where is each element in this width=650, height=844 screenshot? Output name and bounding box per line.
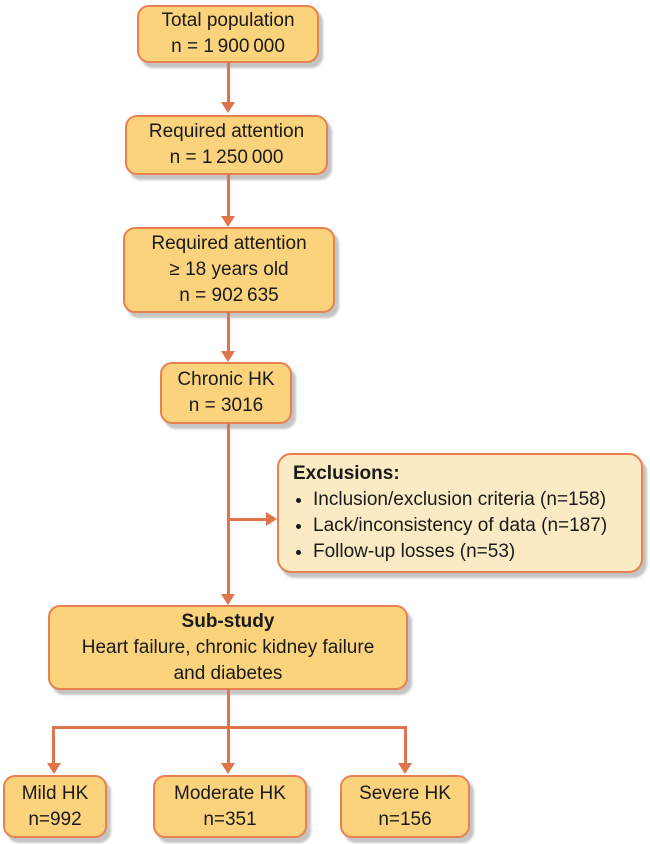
arrowhead-down-icon — [221, 763, 235, 774]
box-mild-hk: Mild HK n=992 — [3, 775, 107, 838]
connector-rail-to-moderate — [227, 726, 230, 764]
exclusions-list: Inclusion/exclusion criteria (n=158) Lac… — [293, 487, 607, 565]
box-label: Required attention — [148, 121, 305, 142]
box-sub-study: Sub-study Heart failure, chronic kidney … — [48, 605, 408, 690]
connector-substudy-to-rail — [227, 689, 230, 729]
arrowhead-down-icon — [221, 102, 235, 113]
box-label: Mild HK — [21, 782, 89, 804]
box-moderate-hk: Moderate HK n=351 — [153, 775, 307, 838]
box-chronic-hk: Chronic HK n = 3016 — [160, 362, 292, 424]
exclusion-item: Lack/inconsistency of data (n=187) — [313, 513, 607, 539]
box-count: n = 1 900 000 — [171, 36, 285, 57]
box-count: n = 1 250 000 — [169, 147, 284, 168]
box-required-attention-adults: Required attention ≥ 18 years old n = 90… — [123, 227, 335, 313]
box-label: Chronic HK — [177, 369, 275, 390]
box-count: n = 3016 — [188, 395, 264, 416]
box-label: Required attention — [151, 233, 307, 254]
arrowhead-right-icon — [266, 512, 277, 526]
connector-attention-to-adults — [227, 174, 230, 217]
box-required-attention: Required attention n = 1 250 000 — [125, 115, 328, 175]
connector-total-to-attention — [227, 62, 230, 103]
box-label: Moderate HK — [174, 782, 286, 804]
box-exclusions: Exclusions: Inclusion/exclusion criteria… — [277, 453, 643, 573]
box-count: n=351 — [203, 808, 257, 830]
box-severe-hk: Severe HK n=156 — [340, 775, 470, 838]
box-count: n=992 — [28, 808, 82, 830]
box-count: n=156 — [378, 808, 432, 830]
box-count: n = 902 635 — [179, 285, 279, 306]
exclusion-item: Follow-up losses (n=53) — [313, 539, 607, 565]
connector-adults-to-chronic — [227, 312, 230, 352]
arrowhead-down-icon — [221, 216, 235, 227]
exclusions-title: Exclusions: — [293, 463, 400, 484]
arrowhead-down-icon — [398, 763, 412, 774]
box-label: Total population — [161, 10, 295, 31]
arrowhead-down-icon — [221, 351, 235, 362]
sub-study-title: Sub-study — [181, 610, 275, 632]
arrowhead-down-icon — [221, 594, 235, 605]
box-sublabel: ≥ 18 years old — [169, 259, 289, 280]
connector-rail-to-mild — [52, 726, 55, 764]
connector-branch-to-exclusions — [228, 518, 267, 521]
box-total-population: Total population n = 1 900 000 — [137, 5, 319, 63]
connector-chronic-to-substudy — [227, 423, 230, 595]
arrowhead-down-icon — [47, 763, 61, 774]
box-label: Severe HK — [359, 782, 451, 804]
connector-rail-to-severe — [404, 726, 407, 764]
exclusion-item: Inclusion/exclusion criteria (n=158) — [313, 487, 607, 513]
sub-study-description: Heart failure, chronic kidney failure an… — [81, 636, 375, 684]
